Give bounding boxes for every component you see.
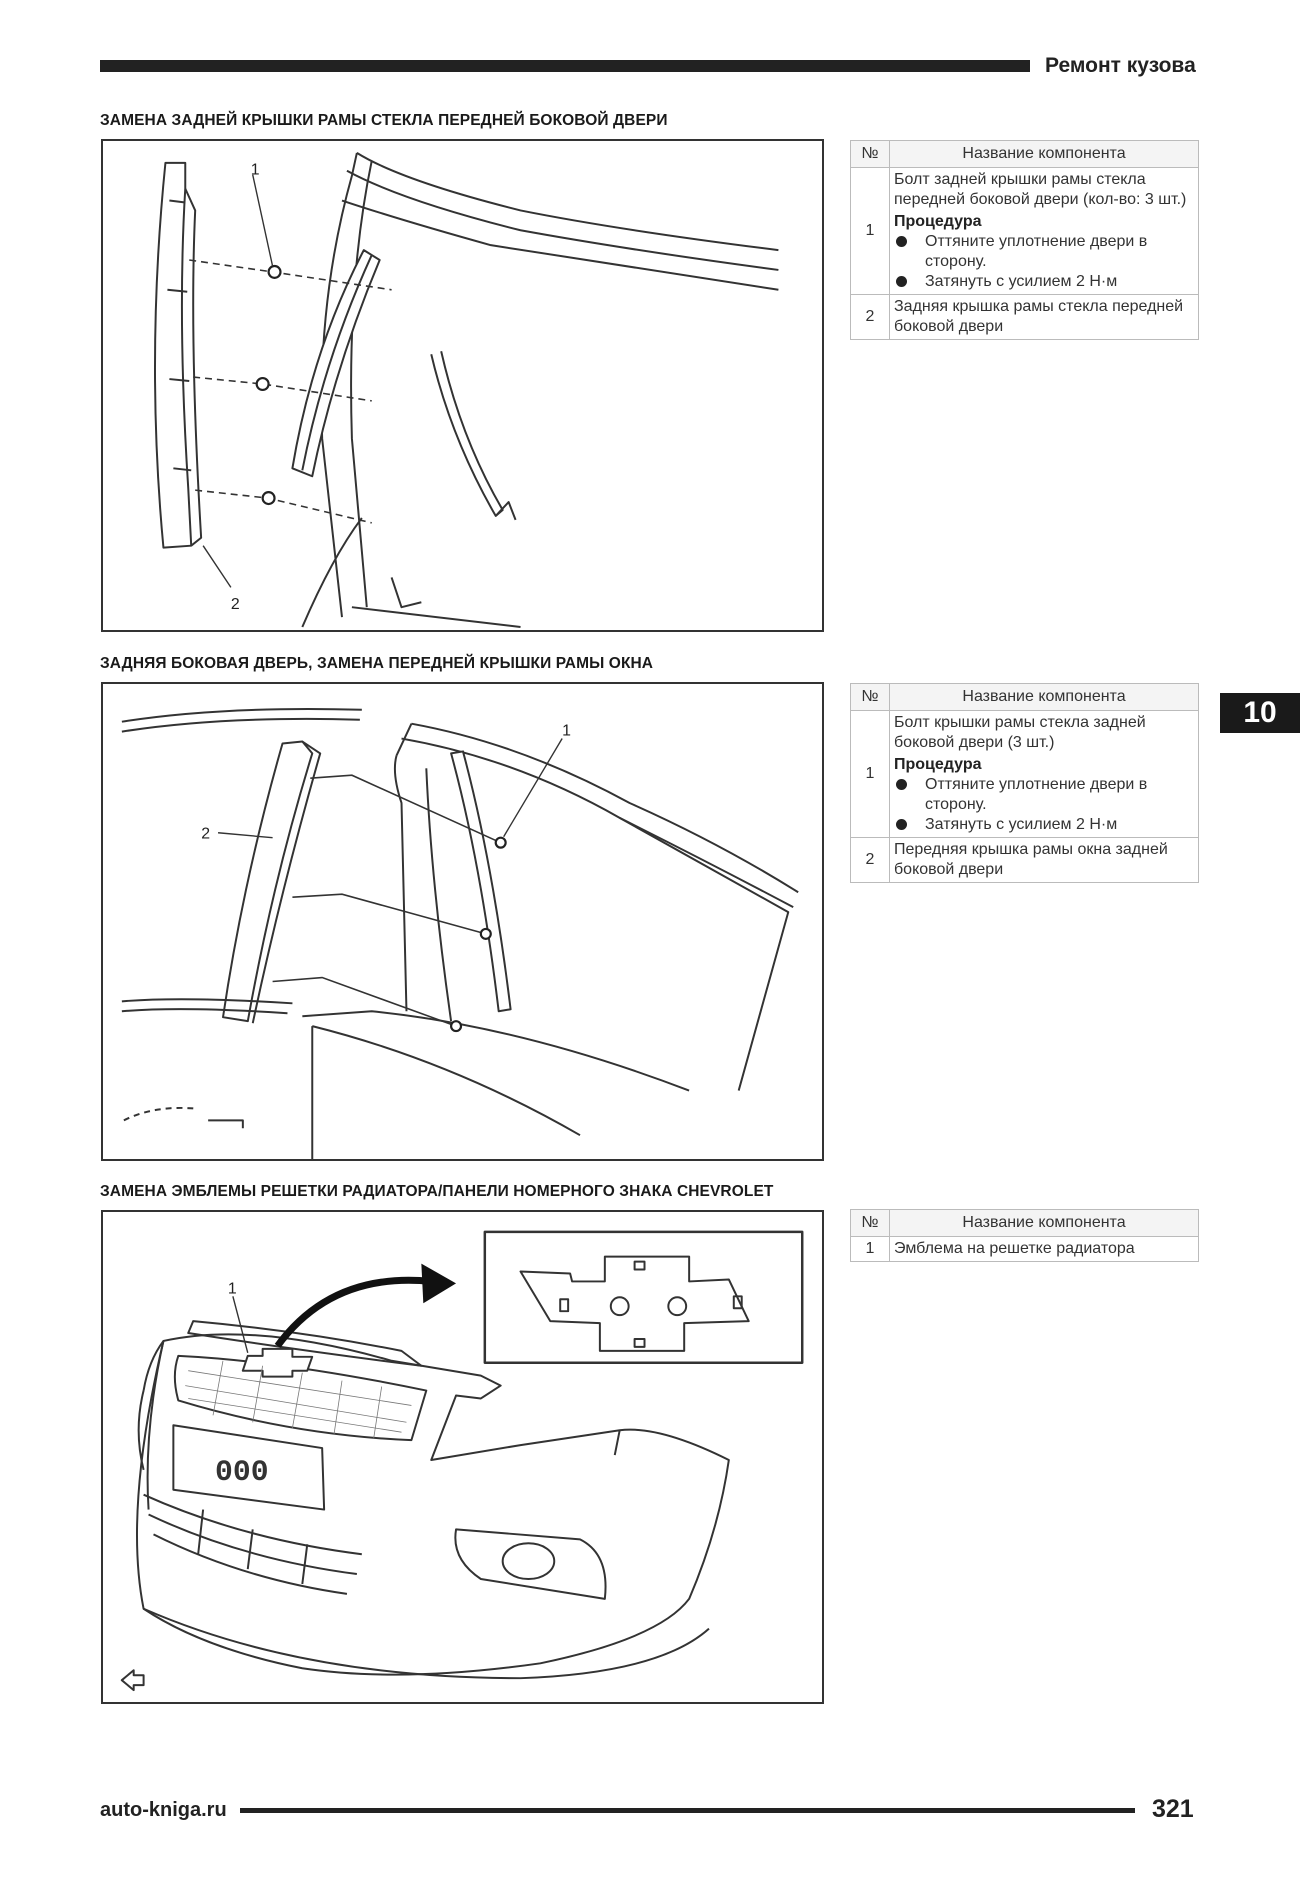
row-desc: Болт задней крышки рамы стекла передней …	[889, 167, 1199, 295]
bullet-icon	[896, 779, 907, 790]
callout-1: 1	[251, 162, 260, 179]
col-num: №	[850, 683, 890, 711]
header-rule	[100, 60, 1030, 72]
running-header: Ремонт кузова	[1045, 54, 1196, 77]
table-row: 2 Задняя крышка рамы стекла передней бок…	[850, 294, 1199, 340]
figure-grille-emblem: 000 1	[101, 1210, 824, 1704]
row-num: 1	[850, 167, 890, 295]
callout-1: 1	[228, 1280, 237, 1297]
procedure-step: Затянуть с усилием 2 Н·м	[894, 815, 1194, 835]
footer-site: auto-kniga.ru	[100, 1799, 227, 1821]
procedure-step: Оттяните уплотнение двери в сторону.	[894, 232, 1194, 272]
row-num: 2	[850, 837, 890, 883]
row-num: 1	[850, 710, 890, 838]
component-table-2: № Название компонента 1 Болт крышки рамы…	[850, 683, 1199, 883]
component-table-1: № Название компонента 1 Болт задней крыш…	[850, 140, 1199, 340]
component-name: Передняя крышка рамы окна задней боковой…	[889, 837, 1199, 883]
bullet-icon	[896, 236, 907, 247]
table-row: 1 Болт задней крышки рамы стекла передне…	[850, 167, 1199, 295]
callout-2: 2	[231, 596, 240, 613]
procedure-title: Процедура	[894, 213, 982, 230]
procedure-title: Процедура	[894, 756, 982, 773]
row-num: 2	[850, 294, 890, 340]
figure-front-door-rear-cover: 1 2	[101, 139, 824, 632]
diagram-rear-door-front-cover: 1 2	[121, 708, 799, 1159]
table-row: 1 Болт крышки рамы стекла задней боковой…	[850, 710, 1199, 838]
table-row: 1 Эмблема на решетке радиатора	[850, 1236, 1199, 1262]
procedure-step: Затянуть с усилием 2 Н·м	[894, 272, 1194, 292]
col-num: №	[850, 1209, 890, 1237]
chapter-tab: 10	[1220, 693, 1300, 733]
table-header-row: № Название компонента	[850, 140, 1199, 168]
table-header-row: № Название компонента	[850, 1209, 1199, 1237]
plate-text: 000	[215, 1455, 269, 1489]
bullet-icon	[896, 276, 907, 287]
component-table-3: № Название компонента 1 Эмблема на решет…	[850, 1209, 1199, 1262]
table-header-row: № Название компонента	[850, 683, 1199, 711]
footer-rule	[240, 1808, 1135, 1813]
component-name: Болт крышки рамы стекла задней боковой д…	[894, 714, 1146, 751]
section-title-1: ЗАМЕНА ЗАДНЕЙ КРЫШКИ РАМЫ СТЕКЛА ПЕРЕДНЕ…	[100, 112, 668, 129]
row-desc: Болт крышки рамы стекла задней боковой д…	[889, 710, 1199, 838]
table-row: 2 Передняя крышка рамы окна задней боков…	[850, 837, 1199, 883]
page-number: 321	[1152, 1795, 1194, 1823]
diagram-grille-emblem: 000 1	[120, 1230, 804, 1692]
component-name: Болт задней крышки рамы стекла передней …	[894, 171, 1187, 208]
figure-rear-door-front-cover: 1 2	[101, 682, 824, 1161]
col-name: Название компонента	[889, 1209, 1199, 1237]
bullet-icon	[896, 819, 907, 830]
col-name: Название компонента	[889, 140, 1199, 168]
col-name: Название компонента	[889, 683, 1199, 711]
callout-2: 2	[201, 826, 210, 843]
section-title-3: ЗАМЕНА ЭМБЛЕМЫ РЕШЕТКИ РАДИАТОРА/ПАНЕЛИ …	[100, 1183, 774, 1200]
section-title-2: ЗАДНЯЯ БОКОВАЯ ДВЕРЬ, ЗАМЕНА ПЕРЕДНЕЙ КР…	[100, 655, 654, 672]
callout-1: 1	[562, 723, 571, 740]
col-num: №	[850, 140, 890, 168]
component-name: Задняя крышка рамы стекла передней боков…	[889, 294, 1199, 340]
row-num: 1	[850, 1236, 890, 1262]
diagram-front-door-rear-cover: 1 2	[154, 152, 779, 629]
component-name: Эмблема на решетке радиатора	[889, 1236, 1199, 1262]
procedure-step: Оттяните уплотнение двери в сторону.	[894, 775, 1194, 815]
